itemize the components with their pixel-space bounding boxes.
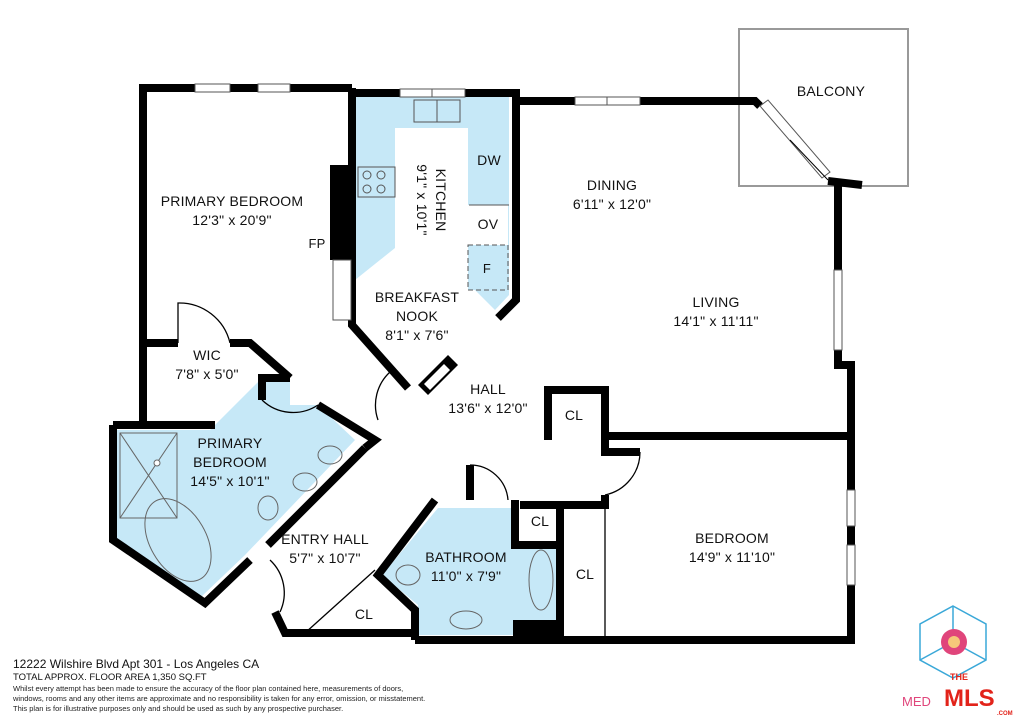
door-swings <box>177 302 641 636</box>
logo-the: THE <box>950 672 968 682</box>
total-area: TOTAL APPROX. FLOOR AREA 1,350 SQ.FT <box>13 672 207 683</box>
bath-fixtures <box>119 432 554 630</box>
wall-block <box>513 620 560 640</box>
disclaimer-line-1: Whilst every attempt has been made to en… <box>13 684 404 693</box>
closet-bedroom: CL <box>575 566 595 582</box>
closet-bath: CL <box>530 513 550 529</box>
plan-footer: 12222 Wilshire Blvd Apt 301 - Los Angele… <box>13 657 425 714</box>
logo-med: MED <box>902 694 931 709</box>
dishwasher-label: DW <box>477 152 501 168</box>
kitchen-fixtures <box>357 99 509 291</box>
fridge-label: F <box>482 261 492 276</box>
wall-cabinet <box>332 259 352 321</box>
disclaimer-line-2: windows, rooms and any other items are a… <box>13 694 426 703</box>
room-balcony: BALCONY <box>796 83 866 99</box>
windows <box>194 83 856 586</box>
disclaimer-line-3: This plan is for illustrative purposes o… <box>13 704 344 713</box>
medmls-logo: THE MLS MED .COM <box>902 605 1013 717</box>
address: 12222 Wilshire Blvd Apt 301 - Los Angele… <box>13 657 260 671</box>
fireplace-label: FP <box>308 236 326 251</box>
closet-entry: CL <box>354 606 374 622</box>
oven-label: OV <box>477 216 499 232</box>
logo-mls: MLS <box>944 685 995 712</box>
fireplace <box>330 165 352 260</box>
logo-com: .COM <box>997 711 1013 717</box>
balcony-outline <box>738 28 909 187</box>
balcony-door-line <box>789 139 829 181</box>
kitchen-floor <box>354 96 509 310</box>
nook-wall-detail <box>418 355 458 395</box>
closet-hall: CL <box>564 407 584 423</box>
